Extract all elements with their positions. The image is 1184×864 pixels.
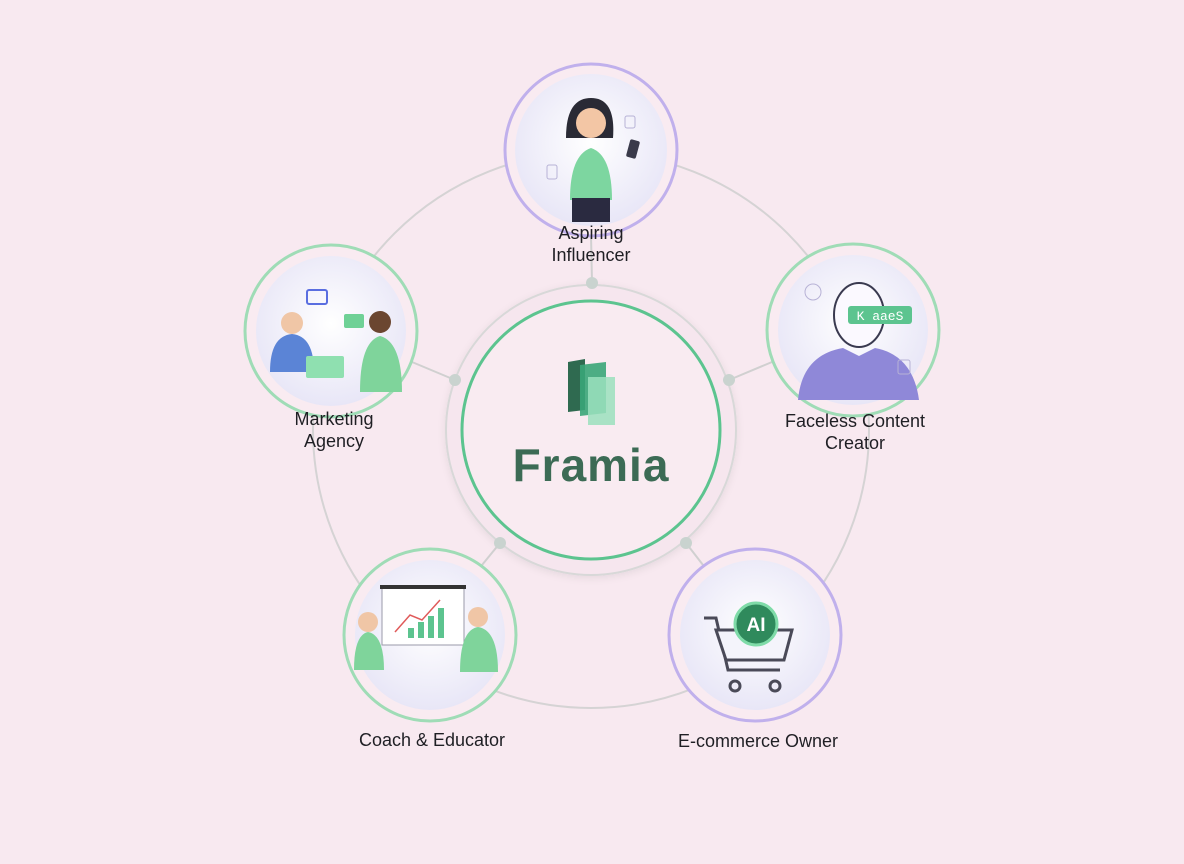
label-line: Coach & Educator	[358, 730, 506, 750]
influencer-illustration-icon	[546, 98, 640, 222]
center-circle	[460, 299, 722, 561]
label-line: E-commerce Owner	[677, 731, 839, 751]
label-line: Aspiring	[558, 223, 624, 243]
faceless-badge-text: K aaeS	[857, 309, 904, 324]
label-line: Influencer	[551, 245, 631, 265]
label-faceless-content-creator: Faceless Content Creator	[745, 410, 965, 454]
label-line: Marketing	[294, 409, 374, 429]
label-line: Creator	[824, 433, 886, 453]
label-ecommerce-owner: E-commerce Owner	[648, 730, 868, 752]
agency-illustration-icon	[270, 289, 402, 392]
node-faceless-content-creator[interactable]: K aaeS	[765, 242, 941, 418]
ai-badge-text: AI	[747, 615, 766, 636]
ai-badge	[733, 601, 779, 647]
coach-illustration-icon	[354, 585, 498, 672]
node-coach-educator[interactable]	[342, 547, 518, 723]
node-marketing-agency[interactable]	[243, 243, 419, 419]
brand-name: Framia	[512, 439, 670, 491]
label-marketing-agency: Marketing Agency	[224, 408, 444, 452]
label-coach-educator: Coach & Educator	[322, 729, 542, 751]
label-line: Agency	[303, 431, 365, 451]
node-ecommerce-owner[interactable]: AI	[667, 547, 843, 723]
node-aspiring-influencer[interactable]	[503, 62, 679, 238]
framia-logo-icon	[568, 359, 615, 425]
faceless-illustration-icon: K aaeS	[798, 282, 919, 400]
connector-dots	[449, 277, 735, 549]
label-line: Faceless Content	[784, 411, 926, 431]
label-aspiring-influencer: Aspiring Influencer	[481, 222, 701, 266]
